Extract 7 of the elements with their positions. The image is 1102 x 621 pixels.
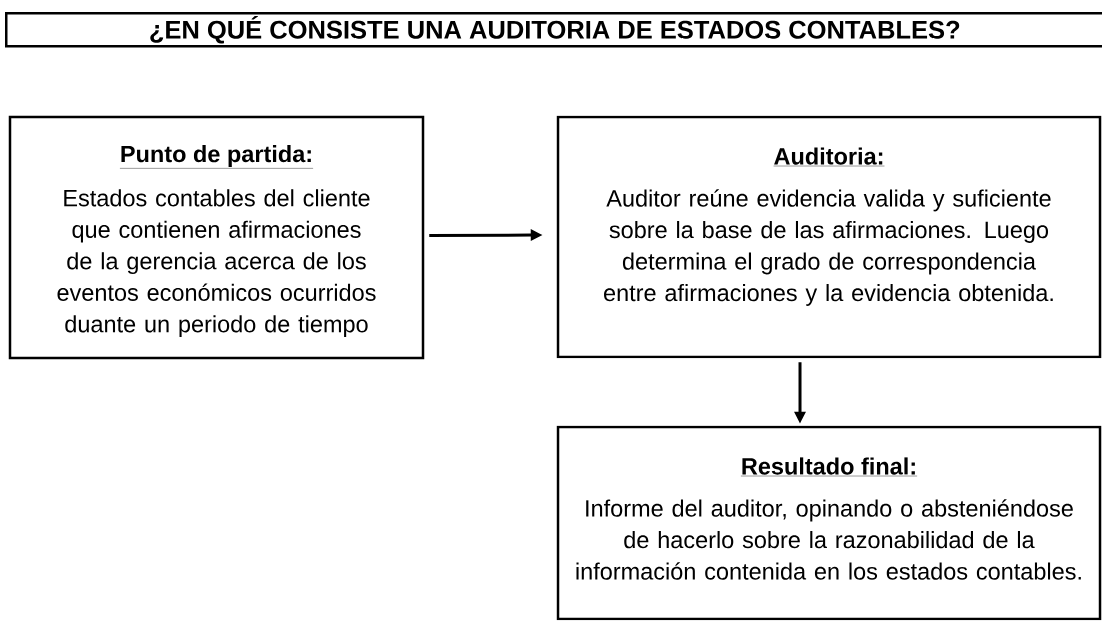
box-text: Estados contables del cliente que contienen afirmaciones de la gerencia acerca de los eventos económicos ocurridos duante un periodo de tiempo — [57, 189, 376, 338]
box-text: Informe del auditor, opinando o absteniéndose de hacerlo sobre la razonabilidad de la información contenida en los estados contables. — [576, 499, 1081, 580]
box-heading: Resultado final: — [740, 457, 918, 477]
title-banner: ¿EN QUÉ CONSISTE UNA AUDITORIA DE ESTADOS CONTABLES? — [5, 12, 1102, 48]
box-heading: Punto de partida: — [119, 145, 314, 169]
box-heading: Auditoria: — [773, 147, 885, 167]
box-text: Auditor reúne evidencia valida y suficiente sobre la base de las afirmaciones. Luego determina el grado de correspondencia entre afirmaciones y la evidencia obtenida. — [604, 189, 1053, 306]
